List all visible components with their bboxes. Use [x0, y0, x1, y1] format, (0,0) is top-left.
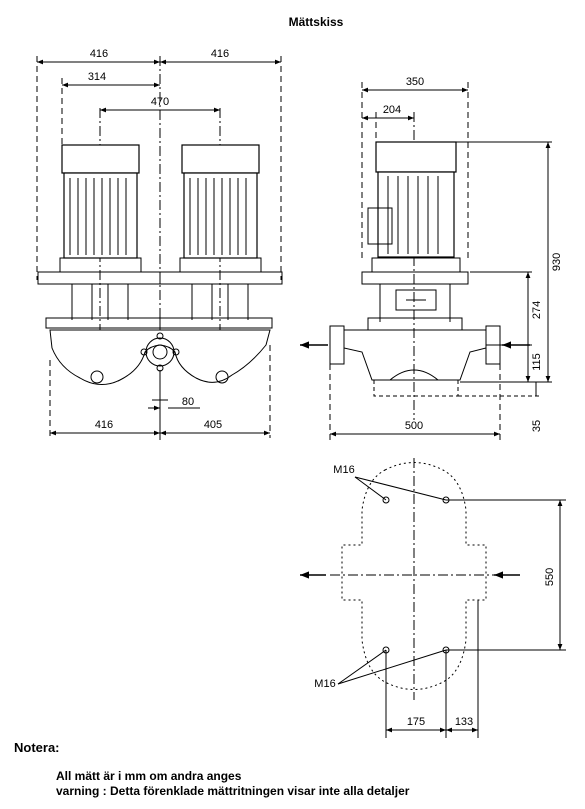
front-view — [36, 56, 283, 440]
dim-top-left-width: 416 — [90, 48, 108, 60]
notes-section: Notera: All mätt är i mm om andra anges … — [14, 740, 409, 799]
side-view — [300, 82, 552, 440]
dim-flange-gap: 80 — [182, 396, 194, 408]
technical-drawing: Mättskiss — [36, 15, 566, 738]
drawing-title: Mättskiss — [289, 15, 344, 29]
dim-side-low-height: 115 — [531, 353, 543, 371]
dim-bottom-right: 405 — [204, 419, 222, 431]
note-line-2: varning : Detta förenklade mättritningen… — [56, 784, 410, 798]
dim-side-base-depth: 35 — [531, 420, 543, 432]
dim-bolt-offset-right: 133 — [455, 716, 473, 728]
bolt-label-bottom: M16 — [314, 678, 335, 690]
notes-heading: Notera: — [14, 740, 60, 755]
dim-bottom-left: 416 — [95, 419, 113, 431]
dim-side-base-width: 500 — [405, 420, 423, 432]
dim-top-right-width: 416 — [211, 48, 229, 60]
dim-side-top-width: 350 — [406, 76, 424, 88]
note-line-1: All mätt är i mm om andra anges — [56, 769, 242, 783]
dim-bolt-spacing-vertical: 550 — [544, 568, 556, 586]
plan-view — [300, 458, 566, 738]
dim-side-offset: 204 — [383, 104, 401, 116]
dim-side-mid-height: 274 — [531, 301, 543, 319]
dim-motor-spacing: 470 — [151, 96, 169, 108]
dim-inner-left: 314 — [88, 71, 106, 83]
bolt-label-top: M16 — [333, 464, 354, 476]
dim-bolt-offset-left: 175 — [407, 716, 425, 728]
dim-side-total-height: 930 — [551, 253, 563, 271]
